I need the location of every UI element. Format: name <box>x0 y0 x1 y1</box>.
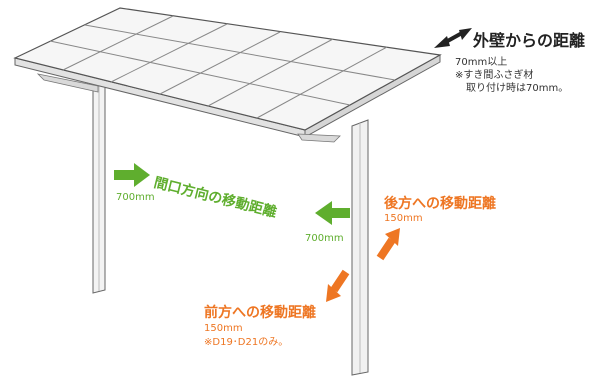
forward-title: 前方への移動距離 <box>204 305 316 321</box>
wall-distance-note: ※すき間ふさぎ材 <box>455 70 534 81</box>
backward-arrow <box>376 228 400 261</box>
roof-beam-left <box>36 73 99 93</box>
back-post <box>92 83 106 294</box>
wall-distance-min: 70mm以上 <box>455 57 508 68</box>
backward-title: 後方への移動距離 <box>384 196 496 212</box>
wall-distance-note-cont: 取り付け時は70mm。 <box>466 83 569 94</box>
forward-note: ※D19･D21のみ。 <box>204 337 289 348</box>
backward-value: 150mm <box>384 213 423 224</box>
forward-value: 150mm <box>204 323 243 334</box>
wall-distance-arrow <box>434 28 472 48</box>
frontage-arrow-left <box>315 201 350 225</box>
frontage-left-value: 700mm <box>116 192 155 203</box>
wall-distance-title: 外壁からの距離 <box>473 31 586 50</box>
frontage-arrow-right <box>114 163 150 187</box>
roof-grid-lines <box>49 15 396 119</box>
frontage-right-value: 700mm <box>305 233 344 244</box>
front-post <box>351 119 369 376</box>
roof-beam-front <box>297 133 341 143</box>
forward-arrow <box>326 269 350 302</box>
